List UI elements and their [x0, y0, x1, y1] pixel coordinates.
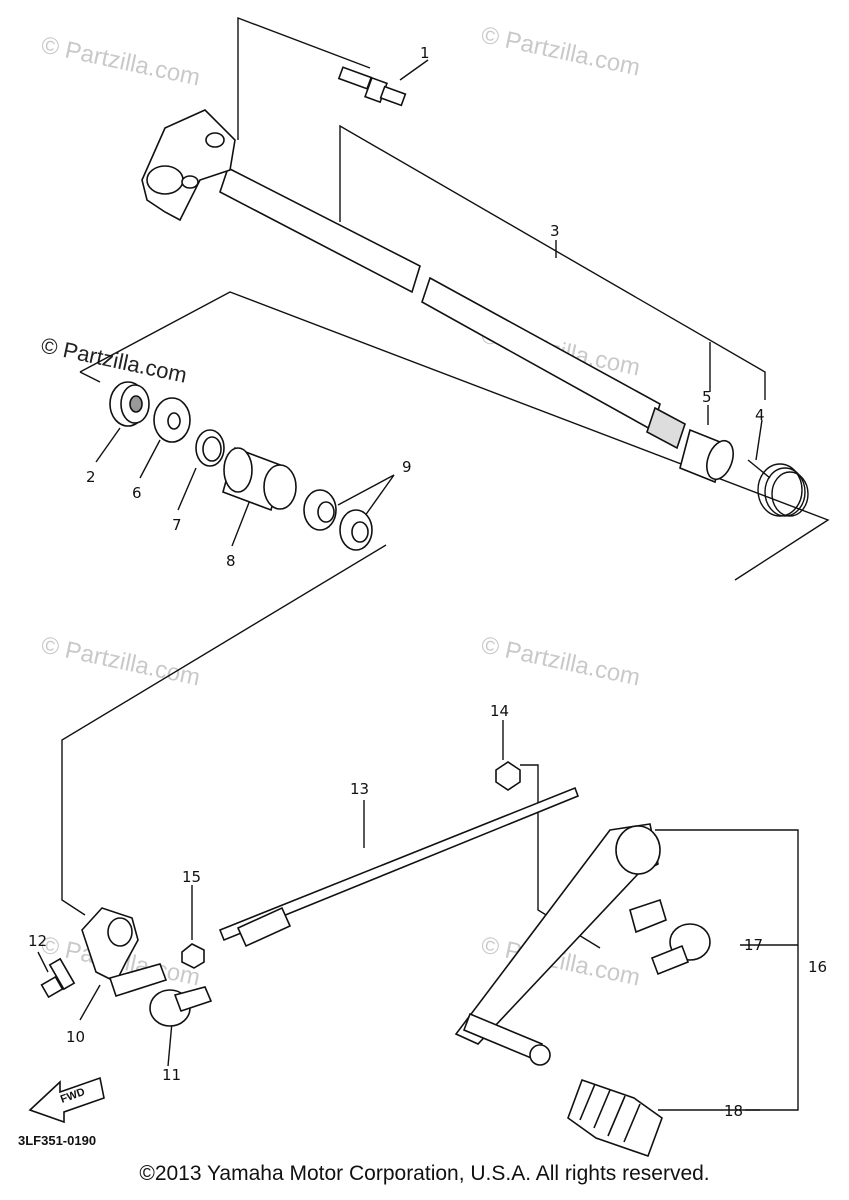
callout-label: 18 — [724, 1102, 743, 1120]
callout-label: 8 — [226, 552, 236, 570]
callout-label: 13 — [350, 780, 369, 798]
callout-label: 2 — [86, 468, 96, 486]
callout-label: 14 — [490, 702, 509, 720]
nut-14 — [495, 761, 521, 791]
callout-label: 12 — [28, 932, 47, 950]
callout-label: 1 — [420, 44, 430, 62]
callout-label: 7 — [172, 516, 182, 534]
shift-pedal-16 — [454, 823, 667, 1066]
callout-label: 3 — [550, 222, 560, 240]
spring-4 — [747, 459, 809, 517]
shift-shaft — [141, 109, 686, 450]
callout-label: 4 — [755, 406, 765, 424]
watermark: © Partzilla.com — [479, 631, 643, 691]
joint-11 — [149, 986, 213, 1027]
joint-17 — [650, 923, 711, 976]
callout-label: 16 — [808, 958, 827, 976]
washer-6 — [153, 397, 191, 443]
watermark: © Partzilla.com — [479, 21, 643, 81]
pedal-rubber-18 — [567, 1078, 663, 1158]
callout-label: 6 — [132, 484, 142, 502]
watermark: © Partzilla.com — [39, 31, 203, 91]
callout-label: 10 — [66, 1028, 85, 1046]
shift-rod-13 — [218, 786, 580, 948]
circlip-7 — [195, 429, 225, 467]
callout-label: 9 — [402, 458, 412, 476]
callout-label: 17 — [744, 936, 763, 954]
callout-numbers: 1 2 3 4 5 6 7 8 9 10 11 12 13 14 15 16 1… — [28, 44, 827, 1120]
callout-label: 15 — [182, 868, 201, 886]
seal-2 — [109, 381, 150, 427]
fwd-arrow-icon: FWD — [28, 1076, 105, 1124]
callout-label: 11 — [162, 1066, 181, 1084]
copyright-notice: ©2013 Yamaha Motor Corporation, U.S.A. A… — [139, 1162, 710, 1185]
nut-15 — [181, 943, 205, 969]
diagram-code: 3LF351-0190 — [18, 1133, 96, 1148]
collar-5 — [679, 428, 734, 484]
leader-lines — [37, 16, 830, 1111]
bolt-12 — [40, 957, 76, 999]
callout-label: 5 — [702, 388, 712, 406]
bearing-9 — [303, 489, 373, 551]
bolt-1 — [337, 66, 407, 107]
watermark: © Partzilla.com — [39, 332, 189, 387]
collar-8 — [222, 446, 297, 512]
shift-arm-10 — [81, 907, 168, 998]
watermark: © Partzilla.com — [39, 631, 203, 691]
